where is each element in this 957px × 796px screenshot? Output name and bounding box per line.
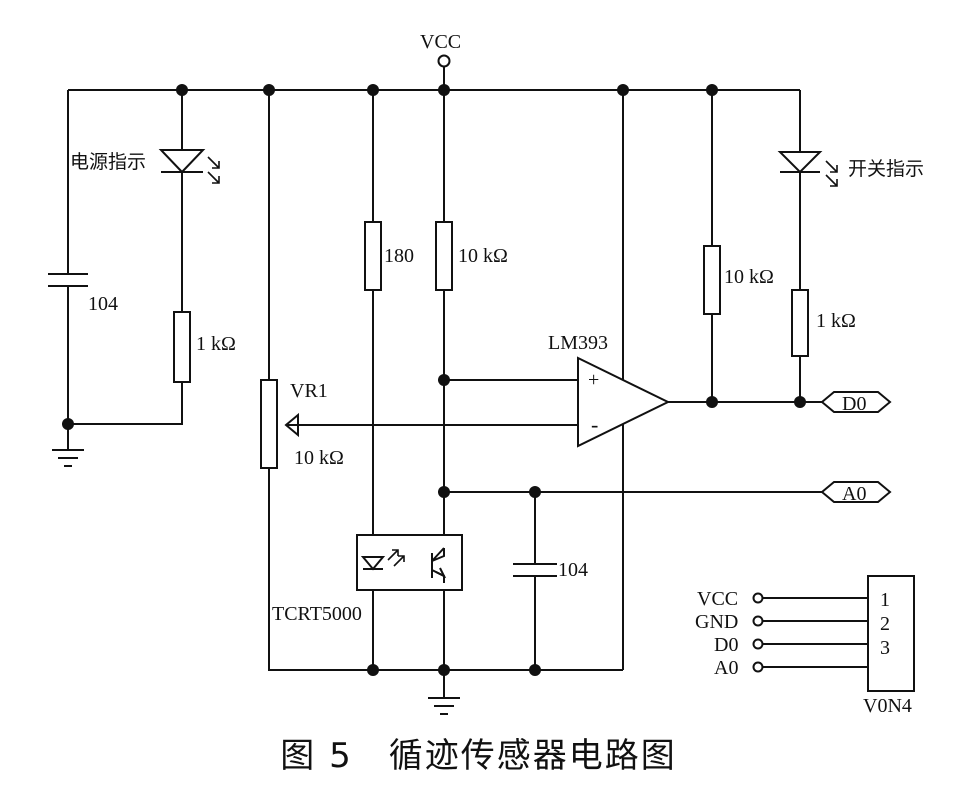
pin-number: 3 — [880, 637, 890, 659]
sensor-led-icon — [360, 556, 386, 571]
switch-led-label: 开关指示 — [848, 158, 924, 180]
power-led-label: 电源指示 — [70, 151, 146, 173]
a0-tag — [820, 481, 892, 503]
pin-signal: VCC — [697, 588, 738, 610]
comparator-label: LM393 — [548, 332, 608, 354]
r-180-label: 180 — [384, 245, 414, 267]
pot-body — [260, 379, 278, 469]
r-180 — [364, 221, 382, 291]
c2-label: 104 — [558, 559, 588, 581]
vcc-terminal — [437, 54, 451, 68]
a0-tag-label: A0 — [842, 483, 866, 505]
d0-tag-label: D0 — [842, 393, 866, 415]
vcc-label: VCC — [420, 31, 461, 53]
pin-signal: A0 — [714, 657, 738, 679]
pin-number: 1 — [880, 589, 890, 611]
pot-wires — [268, 90, 623, 671]
pot-label: VR1 — [290, 380, 328, 402]
pot-wiper-arrow-icon — [284, 412, 299, 438]
switch-led-icon — [777, 151, 823, 174]
r-10k-pull-label: 10 kΩ — [724, 266, 774, 288]
r-power — [173, 311, 191, 383]
sensor-phototransistor-icon — [431, 547, 445, 583]
r-switch — [791, 289, 809, 357]
connector-pin-gnd: GND 2 — [695, 611, 890, 635]
connector-body — [867, 575, 915, 692]
r-10k-mid — [435, 221, 453, 291]
power-led-icon — [158, 149, 206, 174]
pin-number: 2 — [880, 613, 890, 635]
switch-led-arrows-icon — [825, 160, 838, 187]
r-10k-pull — [703, 245, 721, 315]
ground-bottom-icon — [428, 697, 460, 715]
c2-symbol — [513, 563, 557, 577]
pot-value-label: 10 kΩ — [294, 447, 344, 469]
sensor-label: TCRT5000 — [272, 603, 362, 625]
connector-pin-vcc: VCC 1 — [697, 588, 890, 611]
r-power-label: 1 kΩ — [196, 333, 236, 355]
pin-signal: D0 — [714, 634, 738, 656]
connector-pin-a0: A0 — [714, 657, 868, 679]
plus-sign: + — [588, 369, 599, 391]
ground-left-icon — [52, 424, 84, 467]
connector-name: V0N4 — [863, 695, 912, 717]
r-10k-mid-label: 10 kΩ — [458, 245, 508, 267]
figure-caption: 图 5 循迹传感器电路图 — [280, 736, 677, 776]
power-led-arrows-icon — [207, 156, 220, 184]
sensor-led-arrows-icon — [387, 549, 405, 567]
d0-tag — [820, 391, 892, 413]
c1-label: 104 — [88, 293, 118, 315]
junction-dots — [62, 84, 806, 676]
c1-symbol — [48, 273, 88, 287]
minus-sign: - — [591, 412, 598, 437]
pin-signal: GND — [695, 611, 738, 633]
connector-pin-d0: D0 3 — [714, 634, 890, 659]
power-led-wires — [68, 90, 183, 425]
sensor-emitter-arrow — [435, 567, 447, 579]
r-switch-label: 1 kΩ — [816, 310, 856, 332]
